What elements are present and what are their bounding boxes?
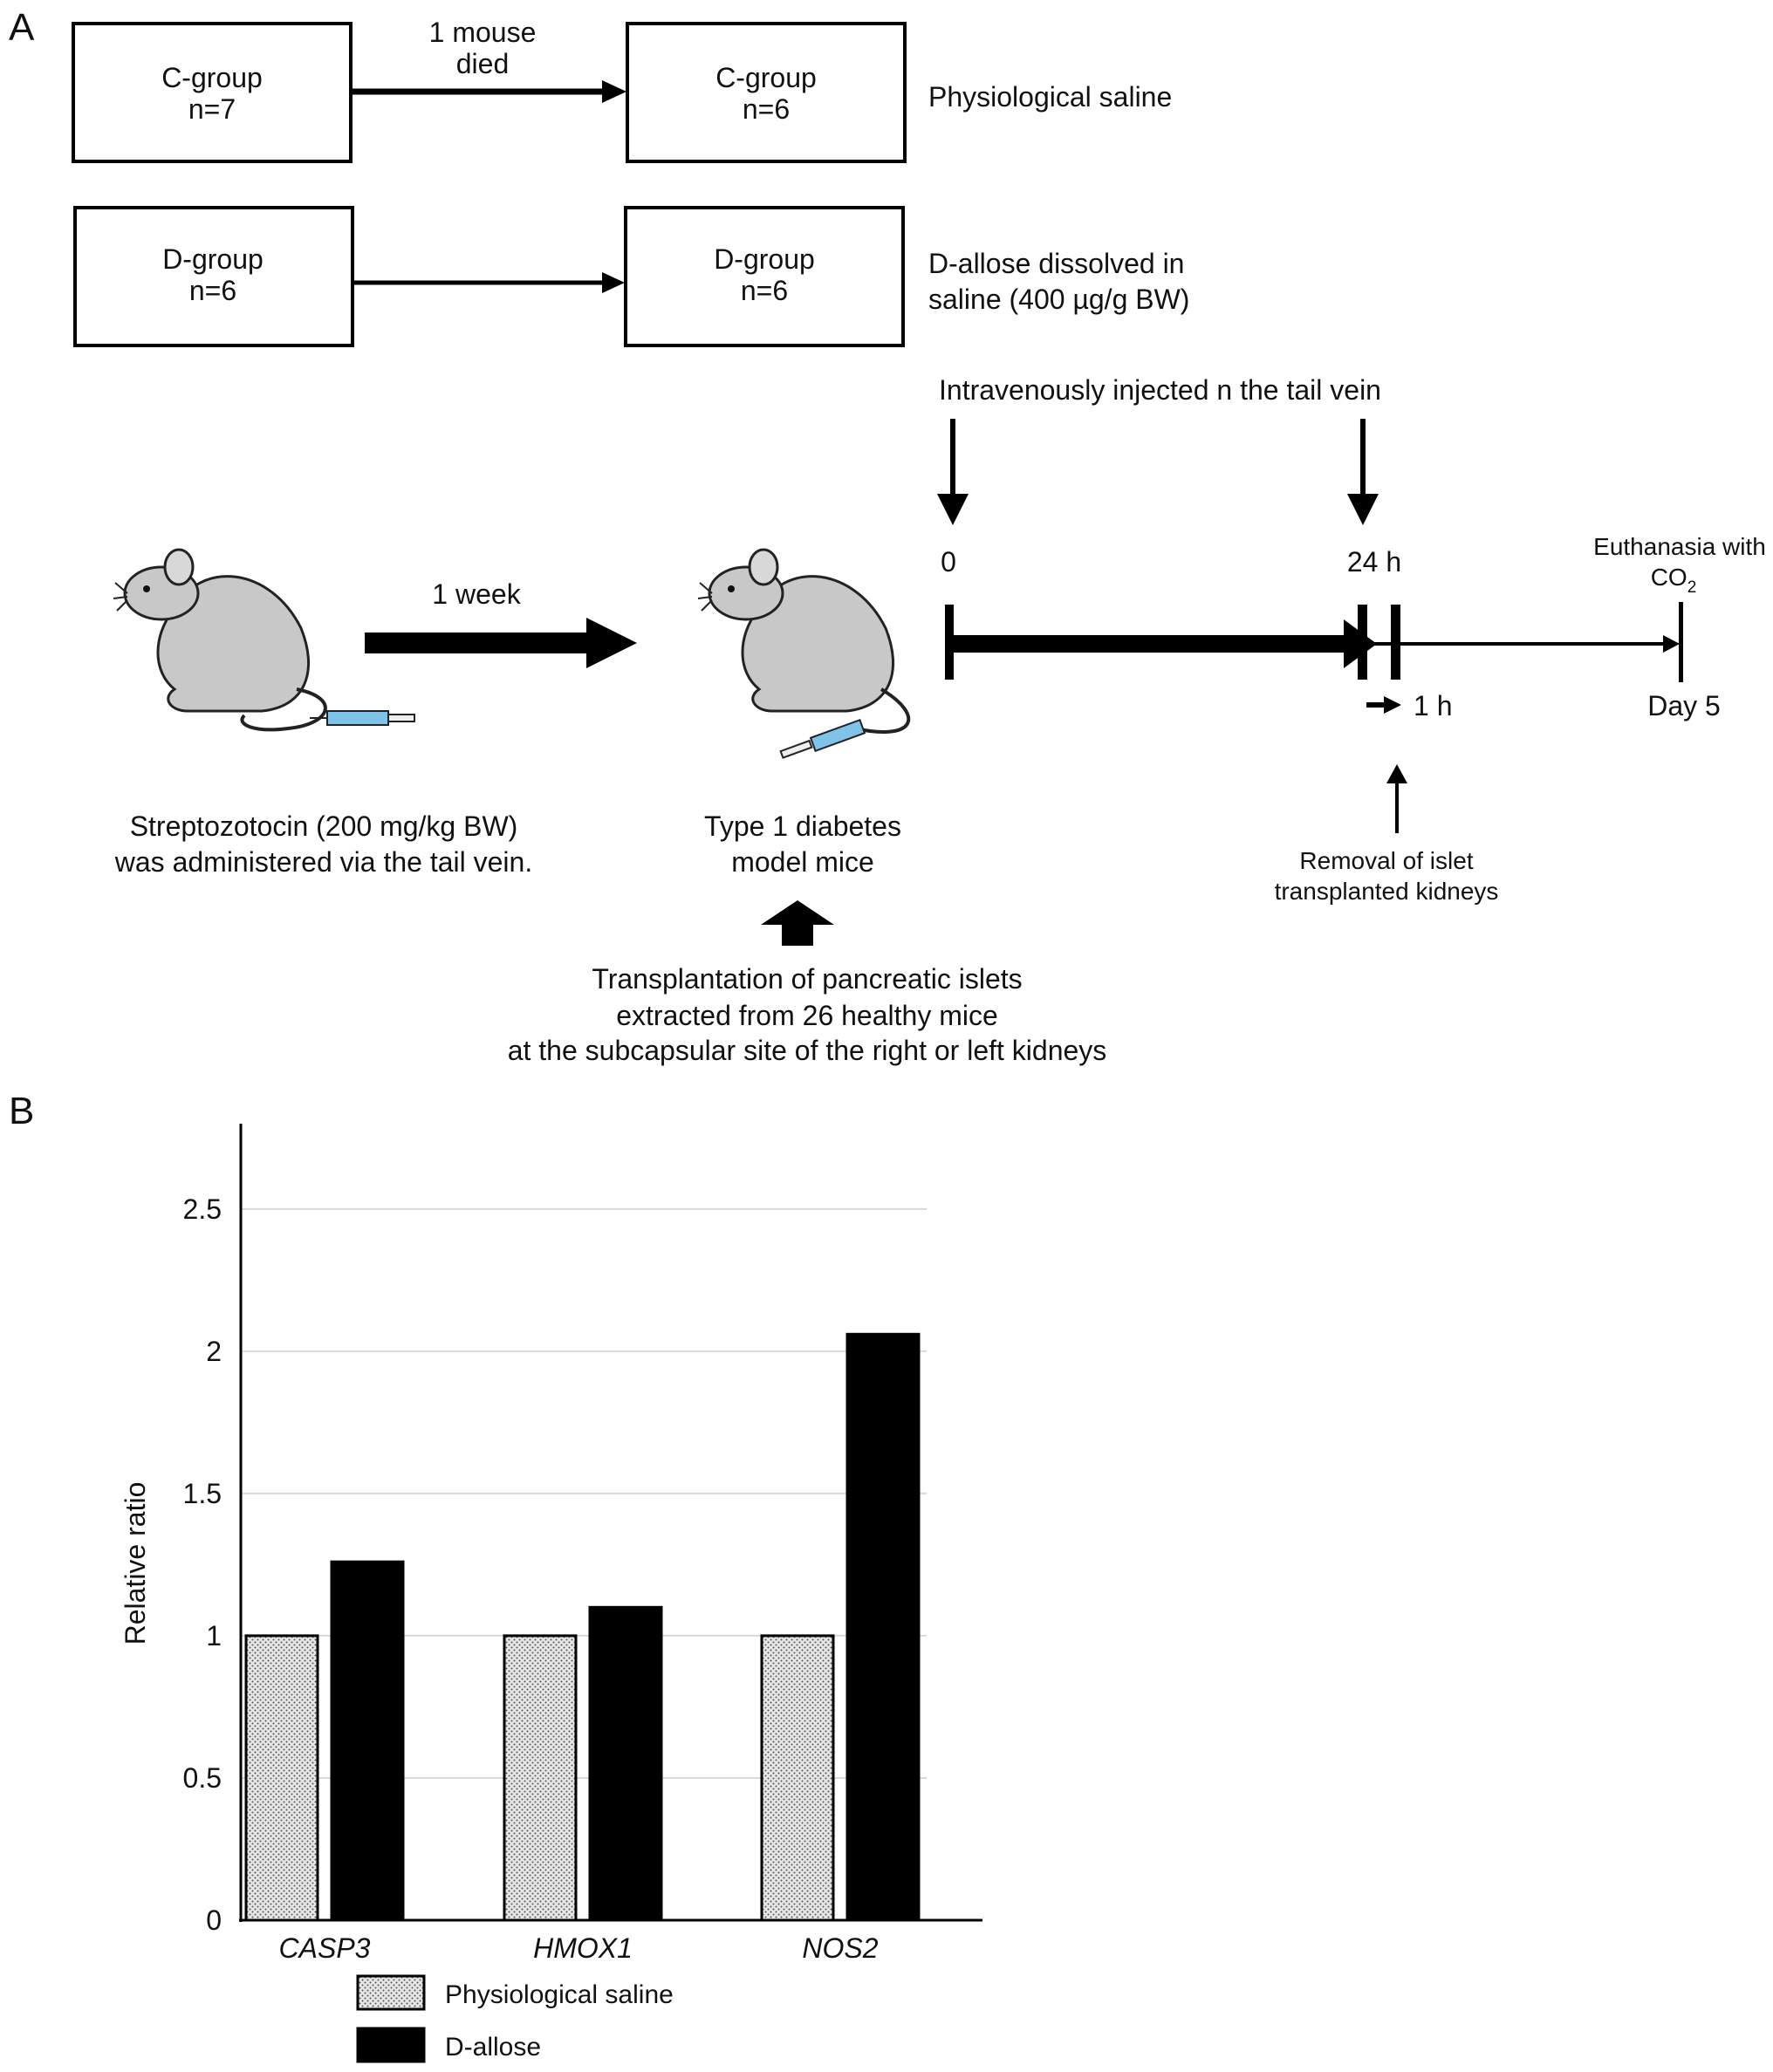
- c-treatment-text: Physiological saline: [928, 81, 1172, 113]
- c-group-arrow: [351, 80, 626, 103]
- week-arrow: [365, 618, 637, 668]
- removal-line1: Removal of islet: [1299, 847, 1473, 874]
- time-24h-label: 24 h: [1347, 546, 1401, 578]
- d-group-end-n: n=6: [741, 275, 788, 306]
- d-group-start-n: n=6: [189, 275, 236, 306]
- time-zero-label: 0: [941, 546, 956, 578]
- mouse-icon: [113, 548, 327, 732]
- c-group-start-n: n=7: [188, 93, 236, 125]
- panel-a: A C-group n=7 C-group n=6 D-group n=6 D-…: [9, 6, 1766, 1066]
- legend-swatch-saline: [356, 1974, 426, 2011]
- transplant-line1: Transplantation of pancreatic islets: [592, 963, 1022, 995]
- day5-label: Day 5: [1647, 690, 1721, 721]
- d-group-end-box: D-group n=6: [624, 206, 905, 347]
- c-group-start-box: C-group n=7: [72, 22, 353, 163]
- d-group-arrow: [353, 272, 625, 293]
- legend-label: D-allose: [445, 2033, 541, 2062]
- panel-a-label: A: [9, 6, 35, 49]
- panel-b-label: B: [9, 1090, 34, 1132]
- co2-label: CO2: [1651, 564, 1697, 597]
- y-tick-label: 2: [206, 1336, 222, 1367]
- d-treatment-line2: saline (400 µg/g BW): [928, 284, 1189, 315]
- x-tick-label: HMOX1: [533, 1932, 633, 1964]
- x-tick-label: NOS2: [802, 1932, 878, 1964]
- d-group-start-box: D-group n=6: [73, 206, 354, 347]
- transplant-arrow: [761, 900, 834, 946]
- co2-main: CO: [1651, 564, 1687, 591]
- y-tick-label: 2.5: [183, 1193, 222, 1225]
- y-tick-label: 0: [206, 1904, 222, 1936]
- c-group-end-n: n=6: [743, 93, 790, 125]
- death-note-line1: 1 mouse: [429, 17, 537, 48]
- syringe-icon: [310, 710, 415, 726]
- y-tick-label: 0.5: [183, 1762, 222, 1794]
- bar-nos2-saline: [760, 1634, 835, 1922]
- c-group-start-name: C-group: [161, 62, 263, 93]
- diabetic-mouse-icon: [697, 548, 911, 734]
- week-label: 1 week: [432, 578, 521, 610]
- bar-hmox1-saline: [503, 1634, 578, 1922]
- injection-arrow-0h: [937, 419, 969, 525]
- syringe-icon-2: [779, 718, 866, 759]
- removal-arrow: [1386, 764, 1407, 833]
- bar-casp3-saline: [244, 1634, 319, 1922]
- c-group-end-name: C-group: [715, 62, 817, 93]
- diabetes-caption-line1: Type 1 diabetes: [704, 810, 901, 842]
- time-1h-label: 1 h: [1414, 690, 1452, 721]
- stz-caption-line2: was administered via the tail vein.: [114, 846, 532, 878]
- transplant-line2: extracted from 26 healthy mice: [616, 1000, 998, 1031]
- timeline: [945, 602, 1683, 714]
- bar-hmox1-dallose: [588, 1605, 663, 1922]
- injection-label: Intravenously injected n the tail vein: [939, 374, 1381, 406]
- transplant-line3: at the subcapsular site of the right or …: [508, 1035, 1107, 1066]
- y-axis-label: Relative ratio: [120, 1482, 151, 1645]
- y-tick-label: 1.5: [183, 1478, 222, 1509]
- bar-casp3-dallose: [330, 1560, 405, 1922]
- bar-nos2-dallose: [845, 1332, 921, 1922]
- legend-label: Physiological saline: [445, 1980, 674, 2009]
- death-note-line2: died: [456, 48, 510, 79]
- injection-arrow-24h: [1347, 419, 1379, 525]
- legend-swatch-dallose: [356, 2027, 426, 2063]
- d-group-end-name: D-group: [714, 243, 815, 275]
- y-tick-label: 1: [206, 1620, 222, 1651]
- co2-subscript: 2: [1687, 578, 1697, 597]
- diabetes-caption-line2: model mice: [731, 846, 874, 878]
- stz-caption-line1: Streptozotocin (200 mg/kg BW): [130, 810, 518, 842]
- c-group-end-box: C-group n=6: [626, 22, 907, 163]
- d-treatment-line1: D-allose dissolved in: [928, 248, 1184, 279]
- removal-line2: transplanted kidneys: [1275, 878, 1499, 905]
- euthanasia-label: Euthanasia with: [1593, 533, 1766, 560]
- d-group-start-name: D-group: [162, 243, 264, 275]
- x-tick-label: CASP3: [279, 1932, 371, 1964]
